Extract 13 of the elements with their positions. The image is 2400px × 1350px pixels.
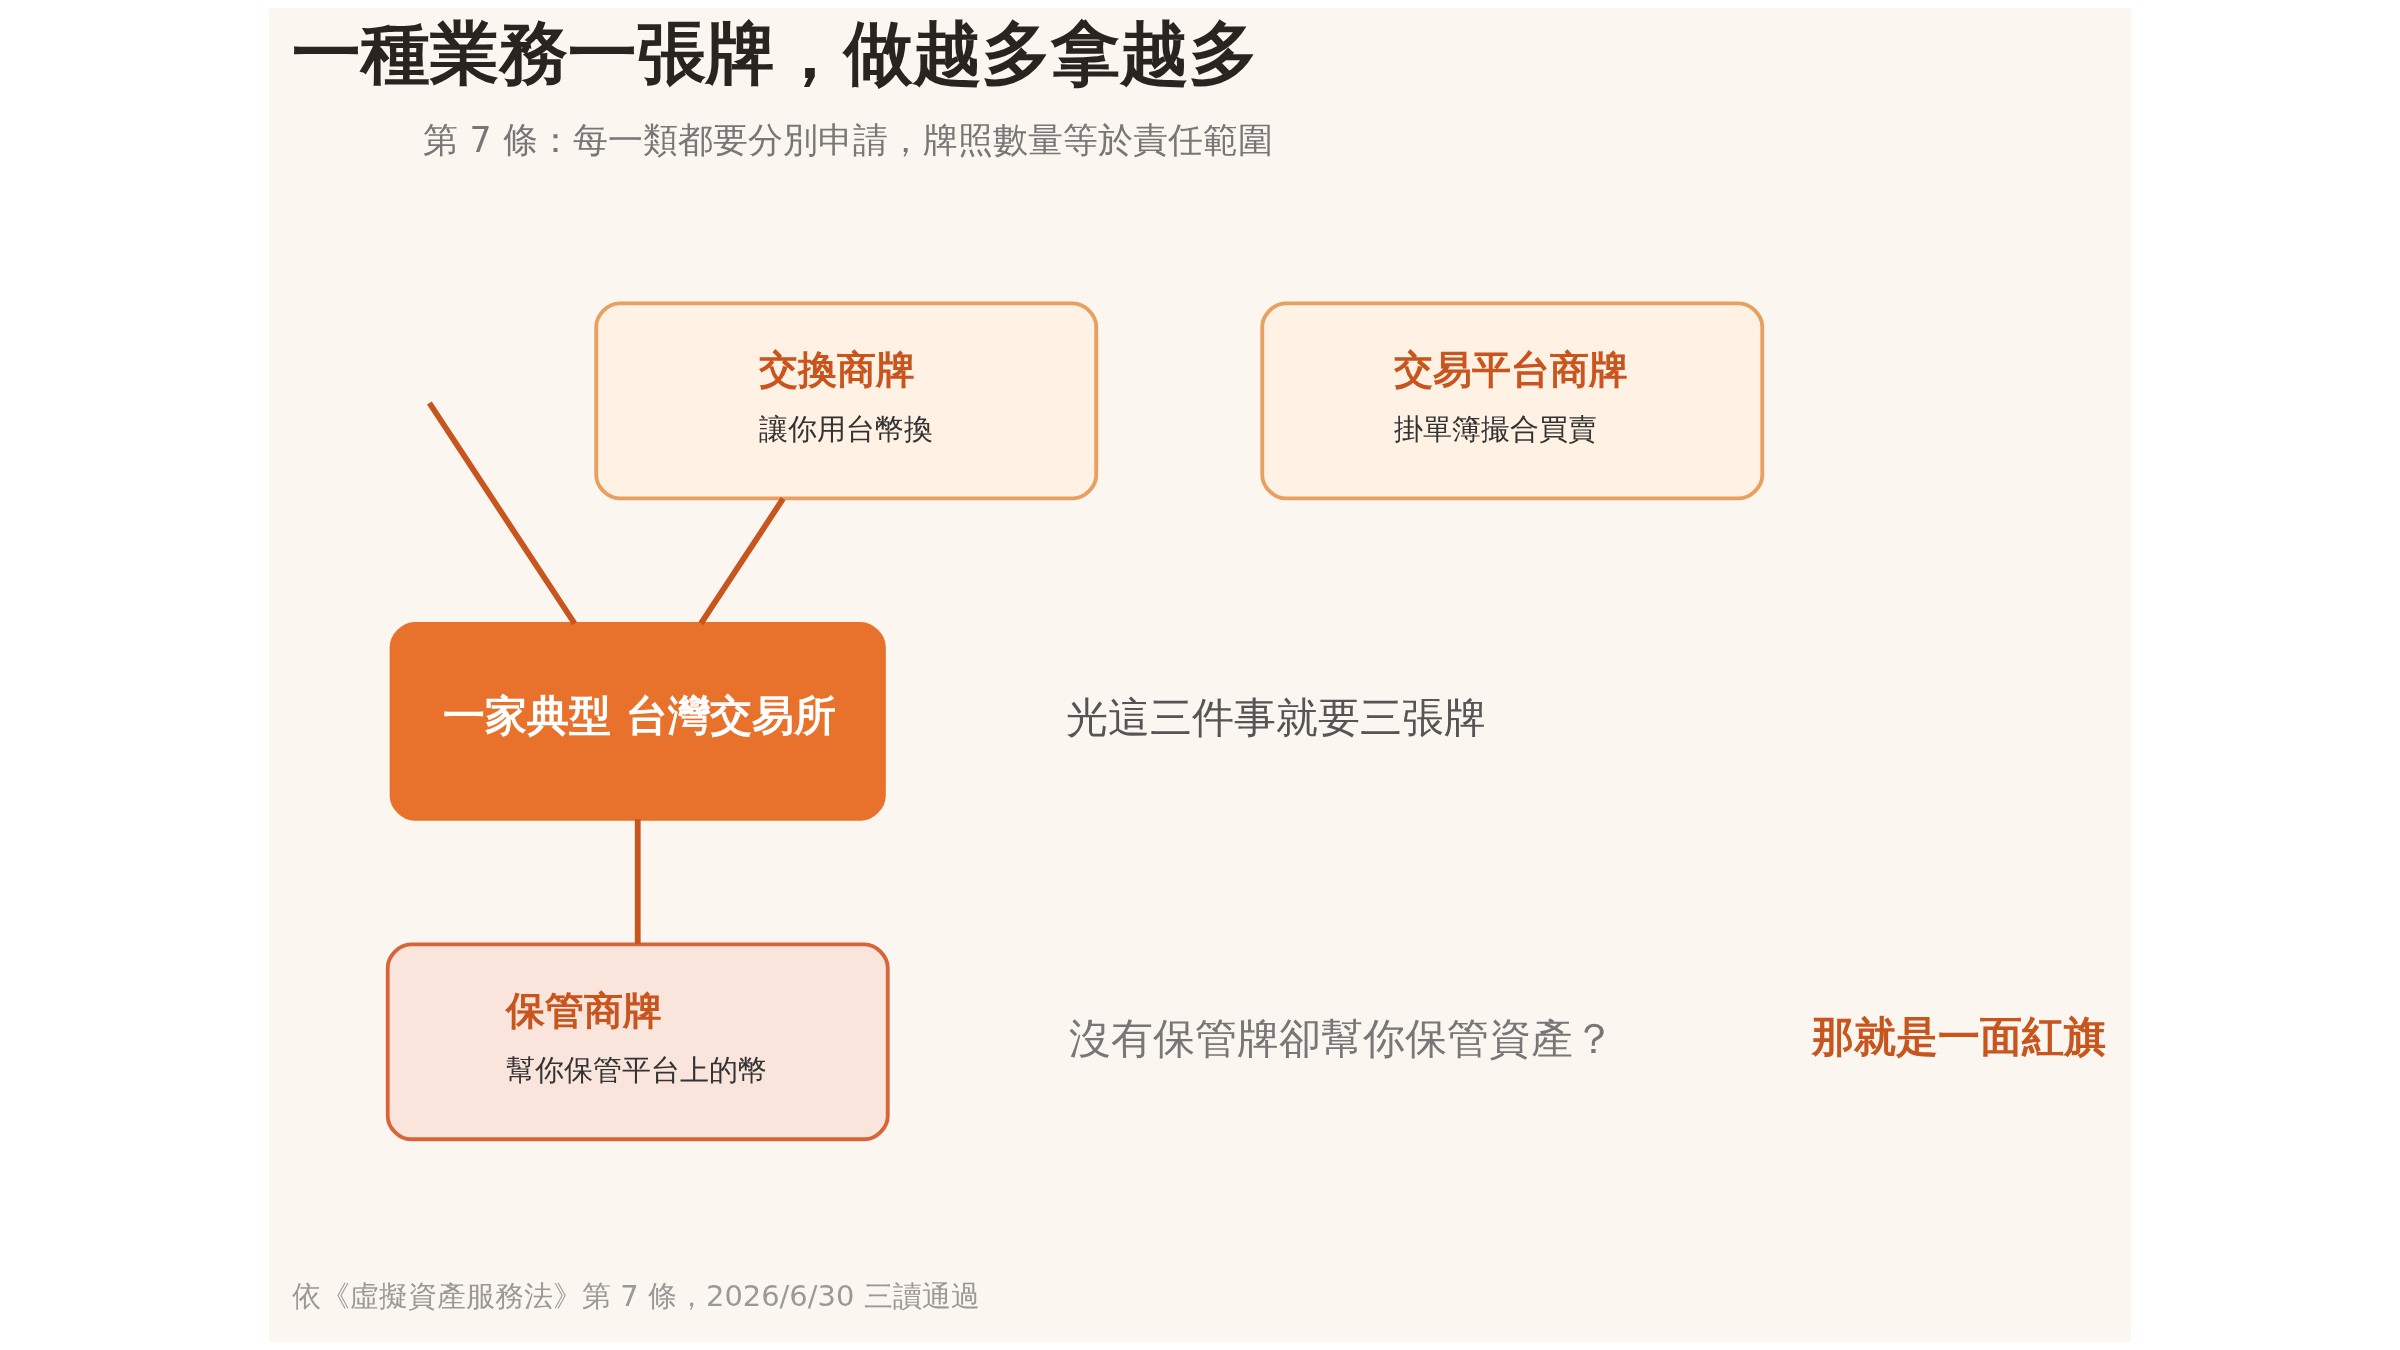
- node-box: 一家典型 台灣交易所: [389, 621, 886, 821]
- node-box: 交換商牌 讓你用台幣換: [594, 301, 1099, 501]
- label: 沒有保管牌卻幫你保管資產？: [1069, 1013, 1616, 1063]
- label: 光這三件事就要三張牌: [1066, 693, 1487, 743]
- label: 第 7 條：每一類都要分別申請，牌照數量等於責任範圍: [423, 119, 1273, 160]
- caption: 依《虛擬資產服務法》第 7 條，2026/6/30 三讀通過: [292, 1279, 980, 1314]
- node-box: 保管商牌 幫你保管平台上的幣: [385, 942, 890, 1142]
- connector: [698, 497, 786, 625]
- connector: [426, 401, 577, 626]
- node-box: 交易平台商牌 掛單簿撮合買賣: [1260, 301, 1765, 501]
- connector: [634, 819, 641, 944]
- diagram-title: 一種業務一張牌，做越多拿越多: [292, 12, 1259, 94]
- label: 那就是一面紅旗: [1812, 1011, 2107, 1061]
